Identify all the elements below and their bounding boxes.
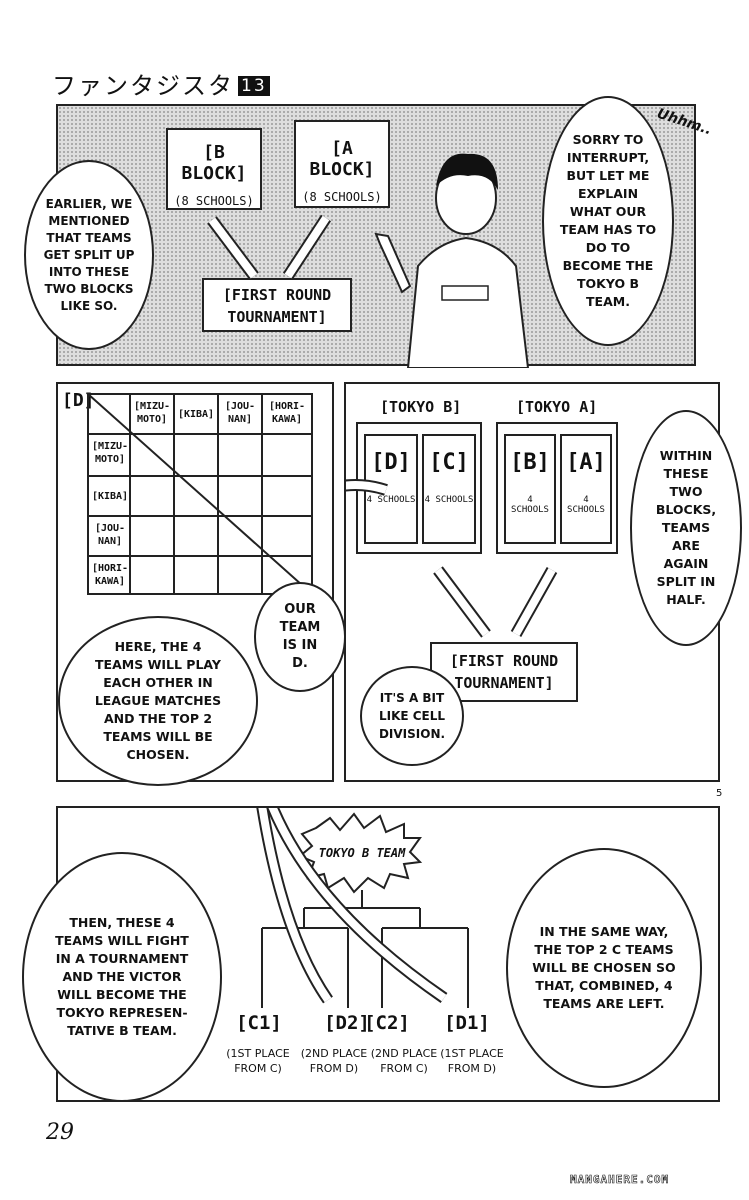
- bracket-c1: [C1]: [236, 1012, 282, 1034]
- col-header-mizumoto: [MIZU- MOTO]: [133, 401, 171, 425]
- bubble-within-blocks: WITHIN THESE TWO BLOCKS, TEAMS ARE AGAIN…: [630, 410, 742, 646]
- bubble-cell-division: IT'S A BIT LIKE CELL DIVISION.: [360, 666, 464, 766]
- tokyo-a-group: [B] 4 SCHOOLS [A] 4 SCHOOLS: [496, 422, 618, 554]
- bracket-d1: [D1]: [444, 1012, 490, 1034]
- panel-final-tournament: TOKYO B TEAM [C1] [D2] [C2] [D1] (1ST PL…: [22, 806, 720, 1102]
- volume-badge: 13: [238, 76, 270, 96]
- bracket-diagram: [256, 808, 469, 1008]
- bracket-d1-sub: (1ST PLACE FROM D): [440, 1047, 504, 1075]
- a-block-box: [A BLOCK] (8 SCHOOLS): [294, 120, 390, 208]
- page-number: 29: [46, 1120, 74, 1145]
- bracket-d2-sub: (2ND PLACE FROM D): [300, 1047, 368, 1075]
- first-round-box-2: [FIRST ROUND TOURNAMENT]: [430, 642, 578, 702]
- arrows-panel1: [207, 153, 530, 368]
- bubble-league-matches: HERE, THE 4 TEAMS WILL PLAY EACH OTHER I…: [58, 616, 258, 786]
- bubble-earlier: EARLIER, WE MENTIONED THAT TEAMS GET SPL…: [24, 160, 154, 350]
- row-header-mizumoto: [MIZU- MOTO]: [91, 441, 129, 465]
- a-block-label: [A BLOCK]: [309, 138, 375, 180]
- series-title: ファンタジスタ: [52, 72, 234, 100]
- row-header-jounan: [JOU- NAN]: [94, 523, 126, 547]
- starburst-label: TOKYO B TEAM: [318, 846, 406, 860]
- b-block-count: (8 SCHOOLS): [174, 194, 254, 208]
- tokyo-a-heading: [TOKYO A]: [516, 398, 598, 416]
- row-header-kiba: [KIBA]: [91, 491, 129, 502]
- col-header-jounan: [JOU- NAN]: [224, 401, 256, 425]
- bracket-c1-sub: (1ST PLACE FROM C): [226, 1047, 290, 1075]
- bubble-same-way: IN THE SAME WAY, THE TOP 2 C TEAMS WILL …: [506, 848, 702, 1088]
- bubble-our-team: OUR TEAM IS IN D.: [254, 582, 346, 692]
- b-block-box: [B BLOCK] (8 SCHOOLS): [166, 128, 262, 210]
- character-figure: [374, 153, 530, 368]
- a-block-count: (8 SCHOOLS): [302, 190, 382, 204]
- block-c: [C] 4 SCHOOLS: [422, 434, 476, 544]
- first-round-box: [FIRST ROUND TOURNAMENT]: [202, 278, 352, 332]
- bubble-then-these: THEN, THESE 4 TEAMS WILL FIGHT IN A TOUR…: [22, 852, 222, 1102]
- bubble-sorry: SORRY TO INTERRUPT, BUT LET ME EXPLAIN W…: [542, 96, 674, 346]
- panel-tokyo-blocks: [TOKYO B] [TOKYO A] [D] 4 SCHOOLS [C] 4 …: [344, 382, 742, 782]
- col-header-kiba: [KIBA]: [177, 409, 215, 420]
- block-a: [A] 4 SCHOOLS: [560, 434, 612, 544]
- league-grid: [87, 393, 313, 595]
- watermark: MANGAHERE.COM: [570, 1173, 670, 1187]
- panel-blocks: [B BLOCK] (8 SCHOOLS) [A BLOCK] (8 SCHOO…: [24, 96, 714, 368]
- col-header-horikawa: [HORI- KAWA]: [268, 401, 306, 425]
- grid-title: [D]: [62, 390, 95, 411]
- b-block-label: [B BLOCK]: [181, 142, 247, 184]
- row-header-horikawa: [HORI- KAWA]: [91, 563, 129, 587]
- block-b: [B] 4 SCHOOLS: [504, 434, 556, 544]
- side-page-number: 5: [716, 788, 723, 799]
- tokyo-b-heading: [TOKYO B]: [380, 398, 462, 416]
- bracket-c2: [C2]: [364, 1012, 410, 1034]
- arrows-panel3: [346, 479, 558, 638]
- bracket-c2-sub: (2ND PLACE FROM C): [370, 1047, 438, 1075]
- bracket-d2: [D2]: [324, 1012, 370, 1034]
- panel-league-grid: [D] [MIZU- MOTO] [KIBA] [JOU- NAN] [HORI…: [56, 382, 346, 786]
